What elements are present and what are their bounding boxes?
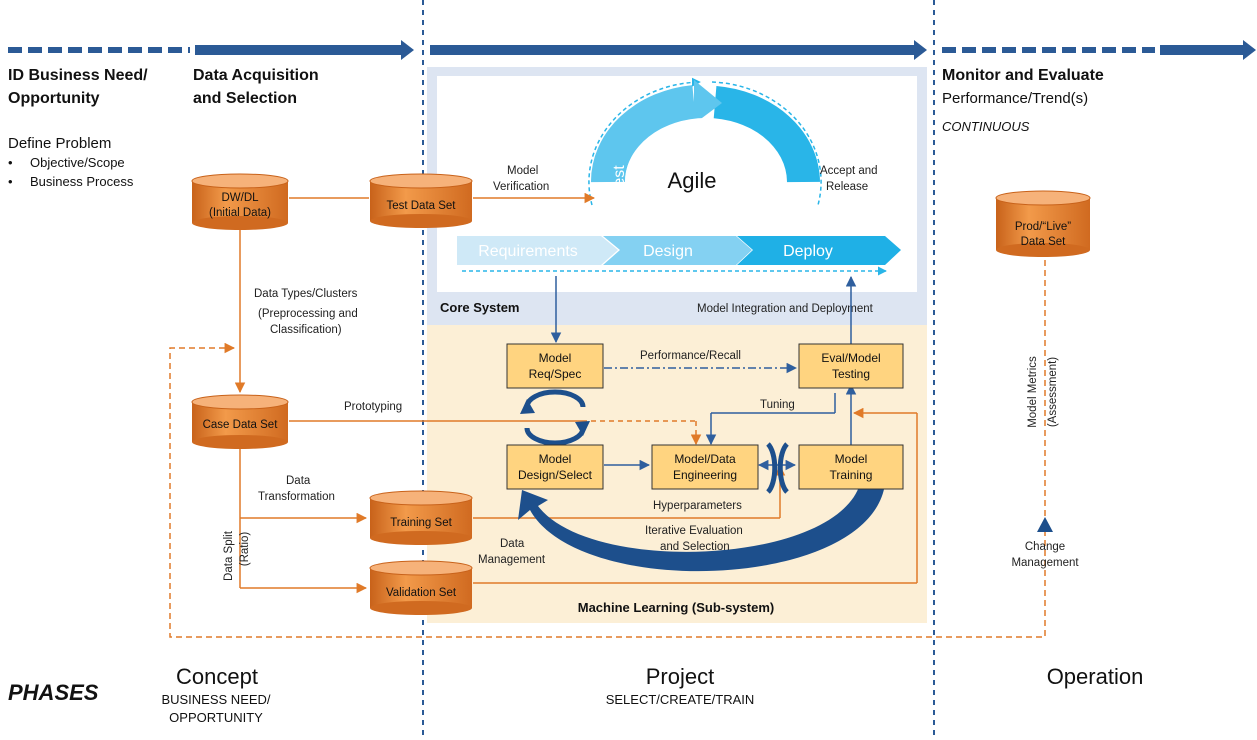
data-types-label: Data Types/Clusters (254, 288, 358, 300)
accept-release-label: Accept and (820, 165, 878, 177)
design-select-line1: Model (539, 452, 572, 466)
ratio-label: (Ratio) (239, 532, 251, 567)
phase-concept: Concept (176, 664, 258, 689)
define-problem-bullet-2: Business Process (30, 174, 134, 189)
phase-project-sub: SELECT/CREATE/TRAIN (606, 692, 755, 707)
core-system-label: Core System (440, 300, 519, 315)
define-problem-bullet-1: Objective/Scope (30, 155, 125, 170)
requirements-label: Requirements (478, 243, 578, 260)
header-data-acquisition: Data Acquisition (193, 67, 319, 84)
box-model-req-spec[interactable]: Model Req/Spec (506, 343, 604, 389)
model-integration-label: Model Integration and Deployment (697, 303, 874, 315)
model-verification-label: Model (507, 165, 538, 177)
cylinder-test-data-set[interactable]: Test Data Set (369, 173, 473, 228)
bullet-icon: • (8, 155, 13, 170)
requirements-chevron (457, 236, 618, 265)
training-line2: Training (830, 468, 873, 482)
change-management-triangle (1037, 517, 1053, 532)
data-eng-line1: Model/Data (674, 452, 736, 466)
dwdl-label-2: (Initial Data) (209, 207, 271, 219)
model-verification-label-line2: Verification (493, 181, 549, 193)
header-monitor: Monitor and Evaluate (942, 67, 1104, 84)
box-eval-model-testing[interactable]: Eval/Model Testing (798, 343, 904, 389)
phase-concept-sub: BUSINESS NEED/ (161, 692, 270, 707)
cylinder-validation-set[interactable]: Validation Set (369, 560, 473, 615)
cycle-arrows-left (520, 389, 590, 446)
validation-set-label: Validation Set (386, 587, 457, 599)
eval-testing-line2: Testing (832, 367, 870, 381)
data-management-label-line2: Management (478, 554, 546, 566)
cylinder-training-set[interactable]: Training Set (369, 490, 473, 545)
agile-center-label: Agile (668, 168, 717, 193)
phase-project: Project (646, 664, 714, 689)
tuning-label: Tuning (760, 399, 795, 411)
timeline-bar (8, 40, 1256, 60)
preprocessing-label-line2: Classification) (270, 324, 342, 336)
req-spec-line1: Model (539, 351, 572, 365)
iterative-label-line2: and Selection (660, 541, 730, 553)
define-problem-title: Define Problem (8, 135, 111, 152)
case-data-set-label: Case Data Set (203, 419, 279, 431)
design-label: Design (643, 243, 693, 260)
ml-subsystem-label: Machine Learning (Sub-system) (578, 600, 774, 615)
req-spec-line2: Req/Spec (529, 367, 582, 381)
test-data-set-label: Test Data Set (386, 200, 456, 212)
phase-operation: Operation (1047, 664, 1144, 689)
training-line1: Model (835, 452, 868, 466)
dwdl-label-1: DW/DL (221, 192, 259, 204)
header-performance: Performance/Trend(s) (942, 90, 1088, 107)
data-transformation-label-line2: Transformation (258, 491, 335, 503)
deploy-label: Deploy (783, 243, 833, 260)
design-chevron (603, 236, 752, 265)
design-select-line2: Design/Select (518, 468, 593, 482)
prototyping-label: Prototyping (344, 401, 402, 413)
prod-live-label-1: Prod/“Live” (1015, 221, 1071, 233)
deploy-chevron (737, 236, 901, 265)
accept-release-label-line2: Release (826, 181, 868, 193)
eval-testing-line1: Eval/Model (821, 351, 880, 365)
cylinder-case-data-set[interactable]: Case Data Set (191, 394, 289, 449)
preprocessing-label: (Preprocessing and (258, 308, 358, 320)
box-model-design-select[interactable]: Model Design/Select (506, 444, 604, 490)
orange-connectors (169, 192, 1046, 638)
box-model-training[interactable]: Model Training (798, 444, 904, 490)
agile-test-label: Test (611, 165, 628, 195)
iterative-label: Iterative Evaluation (645, 525, 743, 537)
header-id-business: ID Business Need/ (8, 67, 148, 84)
assessment-label: (Assessment) (1047, 357, 1059, 427)
data-eng-line2: Engineering (673, 468, 737, 482)
cylinder-prod-live[interactable]: Prod/“Live” Data Set (995, 190, 1091, 257)
phase-concept-sub-line2: OPPORTUNITY (169, 710, 263, 725)
bullet-icon: • (8, 174, 13, 189)
header-id-business-line2: Opportunity (8, 90, 100, 107)
header-data-acquisition-line2: and Selection (193, 90, 297, 107)
performance-recall-label: Performance/Recall (640, 350, 741, 362)
cycle-arrows-right (766, 442, 789, 494)
agile-develop-label: Develop (758, 154, 775, 213)
blue-connectors (550, 275, 857, 471)
box-model-data-engineering[interactable]: Model/Data Engineering (651, 444, 759, 490)
agile-cycle: Agile Test Develop Requirements Design D… (457, 77, 901, 276)
change-management-label: Change (1025, 541, 1065, 553)
phases-title: PHASES (8, 680, 99, 705)
model-metrics-label: Model Metrics (1027, 356, 1039, 428)
prod-live-label-2: Data Set (1021, 236, 1067, 248)
data-transformation-label: Data (286, 475, 311, 487)
iterative-return-arrow (518, 484, 885, 572)
header-continuous: CONTINUOUS (942, 119, 1030, 134)
hyperparameters-label: Hyperparameters (653, 500, 742, 512)
cylinder-dwdl[interactable]: DW/DL (Initial Data) (191, 173, 289, 230)
data-management-label: Data (500, 538, 525, 550)
change-management-label-line2: Management (1011, 557, 1079, 569)
data-split-label: Data Split (223, 530, 235, 581)
training-set-label: Training Set (390, 517, 452, 529)
